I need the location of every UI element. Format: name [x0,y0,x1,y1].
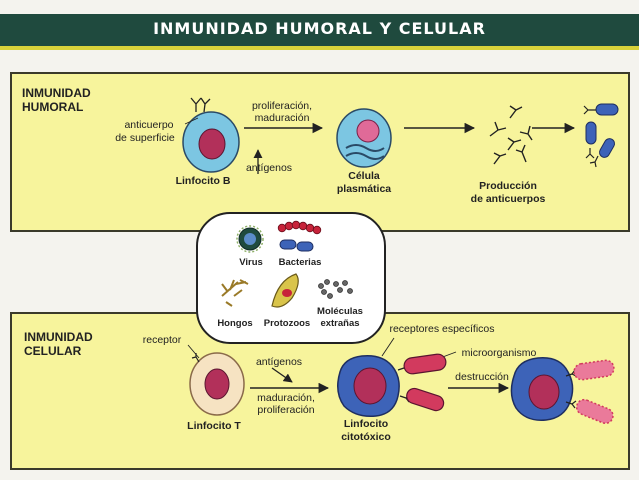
humoral-title-line2: HUMORAL [22,100,84,114]
neutralized-bacteria-icon [583,103,619,168]
label-plasmatica: plasmática [336,183,392,195]
label-anticuerpo: anticuerpo [124,119,174,131]
label-maduracion-celular: maduración, [257,392,315,404]
humoral-panel [10,72,630,232]
label-hongos: Hongos [217,318,253,329]
virus-icon [236,225,264,253]
label-receptor: receptor [142,334,182,346]
title-bar: INMUNIDAD HUMORAL Y CELULAR [0,14,639,50]
label-linfocito-citotoxico-2: citotóxico [341,431,391,443]
linfocito-b-cell [182,111,240,173]
anticuerpo-pointer [184,117,199,125]
destruccion-cell [510,357,577,421]
microorganism-icon [403,353,447,412]
label-linfocito-b: Linfocito B [175,175,231,187]
humoral-title-line1: INMUNIDAD [22,86,91,100]
celula-plasmatica-cell [336,108,392,168]
hongos-icon [221,279,249,307]
antibody-cluster-icon [489,105,533,165]
label-maduracion: maduración [254,112,310,124]
destroyed-microorganism-icon [573,359,615,425]
label-antigenos-celular: antígenos [255,356,303,368]
page-title: INMUNIDAD HUMORAL Y CELULAR [153,19,486,38]
label-celula: Célula [348,170,380,182]
linfocito-t-cell [189,352,245,416]
label-de-anticuerpos: de anticuerpos [470,193,546,205]
receptores-pointer [381,337,395,357]
label-linfocito-t: Linfocito T [187,420,241,432]
label-receptores-especificos: receptores específicos [389,323,495,335]
label-virus: Virus [239,257,263,268]
label-linfocito-citotoxico-1: Linfocito [343,418,389,430]
celular-title-line1: INMUNIDAD [24,330,93,344]
linfocito-citotoxico-cell [337,354,411,418]
label-proliferacion-celular: proliferación [257,404,315,416]
arrow-antigenos-down [271,367,293,383]
label-protozoos: Protozoos [263,318,311,329]
label-de-superficie: de superficie [115,132,175,144]
celular-title-line2: CELULAR [24,344,82,358]
moleculas-extranas-icon [318,279,353,299]
label-destruccion: destrucción [455,371,509,383]
label-produccion: Producción [479,180,537,192]
label-microorganismo: microorganismo [461,347,537,359]
bacterias-icon [277,220,322,252]
protozoos-icon [271,273,299,308]
label-proliferacion: proliferación, [251,100,313,112]
surface-antibody-icon [190,97,211,113]
label-extranas: extrañas [320,318,360,329]
label-moleculas: Moléculas [317,306,363,317]
label-bacterias: Bacterias [278,257,322,268]
receptor-pointer [187,344,200,359]
